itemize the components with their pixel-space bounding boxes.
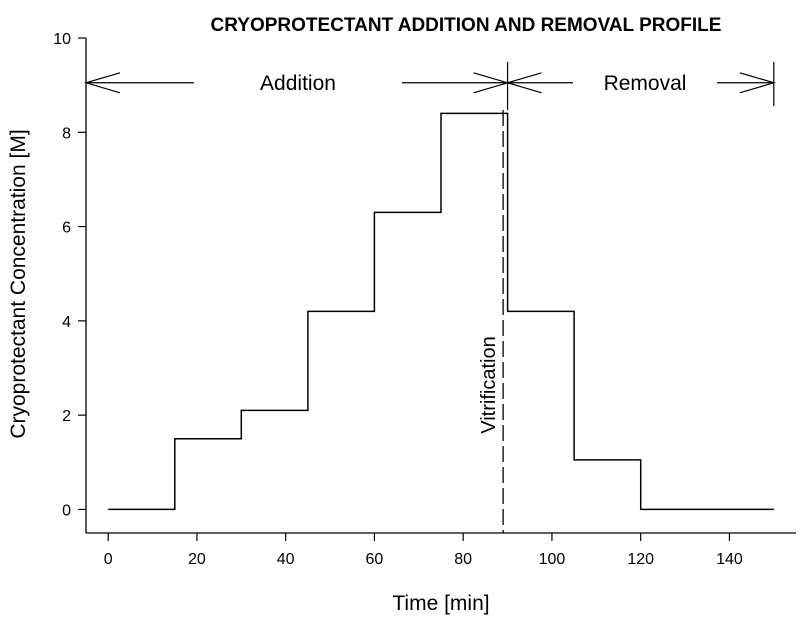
y-tick-label: 8: [62, 125, 71, 142]
x-tick-label: 0: [104, 551, 113, 568]
y-tick-label: 2: [62, 408, 71, 425]
annotations: Vitrification Addition Removal: [83, 62, 776, 533]
concentration-profile-line: [108, 112, 774, 511]
data-marks: [108, 112, 774, 511]
axes: 0 20 40 60 80 100 120 140 0 2 4 6 8 10: [53, 31, 796, 568]
removal-arrow-left-head: [505, 72, 542, 94]
removal-arrow-right-head: [739, 72, 776, 94]
x-tick-label: 120: [627, 551, 654, 568]
chart-title: CRYOPROTECTANT ADDITION AND REMOVAL PROF…: [211, 15, 722, 36]
removal-label: Removal: [604, 72, 687, 95]
vitrification-label: Vitrification: [478, 336, 500, 433]
x-tick-label: 140: [716, 551, 743, 568]
y-tick-label: 0: [62, 502, 71, 519]
x-tick-label: 80: [454, 551, 472, 568]
addition-label: Addition: [260, 72, 336, 95]
x-tick-label: 100: [539, 551, 566, 568]
x-axis-label: Time [min]: [392, 592, 489, 615]
y-tick-label: 6: [62, 220, 71, 237]
y-tick-label: 10: [53, 31, 71, 48]
x-tick-label: 60: [366, 551, 384, 568]
x-tick-label: 40: [277, 551, 295, 568]
addition-arrow-left-head: [83, 72, 121, 94]
y-tick-label: 4: [62, 314, 71, 331]
x-tick-label: 20: [188, 551, 206, 568]
y-axis-label: Cryoprotectant Concentration [M]: [7, 129, 30, 438]
